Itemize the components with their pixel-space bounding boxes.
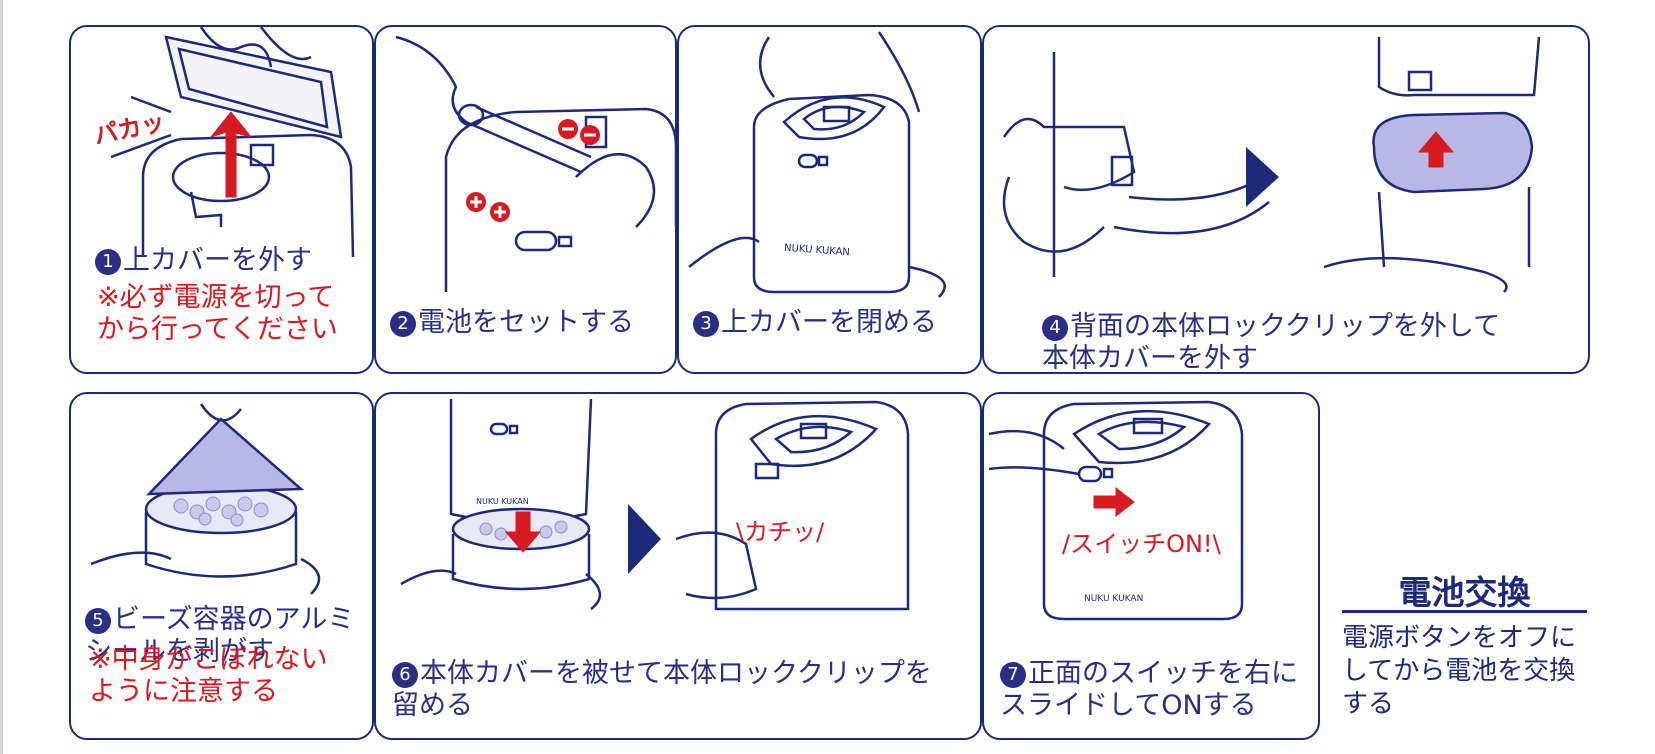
step-4-text: 背面の本体ロッククリップを外して 本体カバーを外す	[1042, 311, 1501, 374]
step-6-sfx-text: カチッ	[744, 518, 817, 546]
sfx-left-mark: \	[736, 518, 745, 546]
step-7-number: 7	[1000, 662, 1026, 688]
step-3-number: 3	[693, 311, 719, 337]
battery-replacement-rule	[1342, 610, 1587, 613]
step-7-sfx-text: スイッチON!	[1070, 530, 1213, 558]
step-7-sound-effect: /スイッチON!\	[1062, 524, 1221, 559]
step-6-illustration	[400, 398, 910, 611]
step-6-number: 6	[392, 662, 418, 688]
step-2-illustration	[395, 35, 675, 292]
step-6-sound-effect: \カチッ/	[736, 512, 824, 547]
step-6-brand-label: NUKU KUKAN	[476, 497, 529, 506]
sfx-right-mark: \	[1212, 530, 1221, 558]
step-5-warning-note: ※中身がこぼれない ように注意する	[89, 644, 328, 707]
step-1-illustration	[110, 27, 355, 258]
step-1-warning-note: ※必ず電源を切って から行ってください	[97, 282, 338, 345]
step-3-illustration	[688, 31, 946, 298]
step-7-text: 正面のスイッチを右に スライドしてONする	[1000, 658, 1298, 721]
step-5-number: 5	[85, 608, 111, 634]
step-4-illustration	[1002, 36, 1541, 293]
step-2-number: 2	[390, 311, 416, 337]
step-3-text: 上カバーを閉める	[721, 307, 937, 338]
step-2-text: 電池をセットする	[418, 307, 634, 338]
step-6-text: 本体カバーを被せて本体ロッククリップを 留める	[392, 658, 932, 721]
sfx-left-mark: /	[1062, 530, 1071, 558]
step-5-illustration	[90, 403, 321, 595]
step-7-brand-label: NUKU KUKAN	[1084, 594, 1144, 604]
sfx-right-mark: /	[816, 518, 825, 546]
battery-replacement-description: 電源ボタンをオフに してから電池を交換 する	[1342, 623, 1577, 719]
battery-replacement-title: 電池交換	[1398, 573, 1531, 612]
step-5-text: ビーズ容器のアルミ シールを剥がす	[85, 604, 355, 667]
step-1-text: 上カバーを外す	[123, 245, 312, 276]
step-1-number: 1	[95, 249, 121, 275]
step-7-illustration	[988, 400, 1244, 621]
step-4-number: 4	[1042, 315, 1068, 341]
left-edge-rule	[0, 0, 3, 754]
